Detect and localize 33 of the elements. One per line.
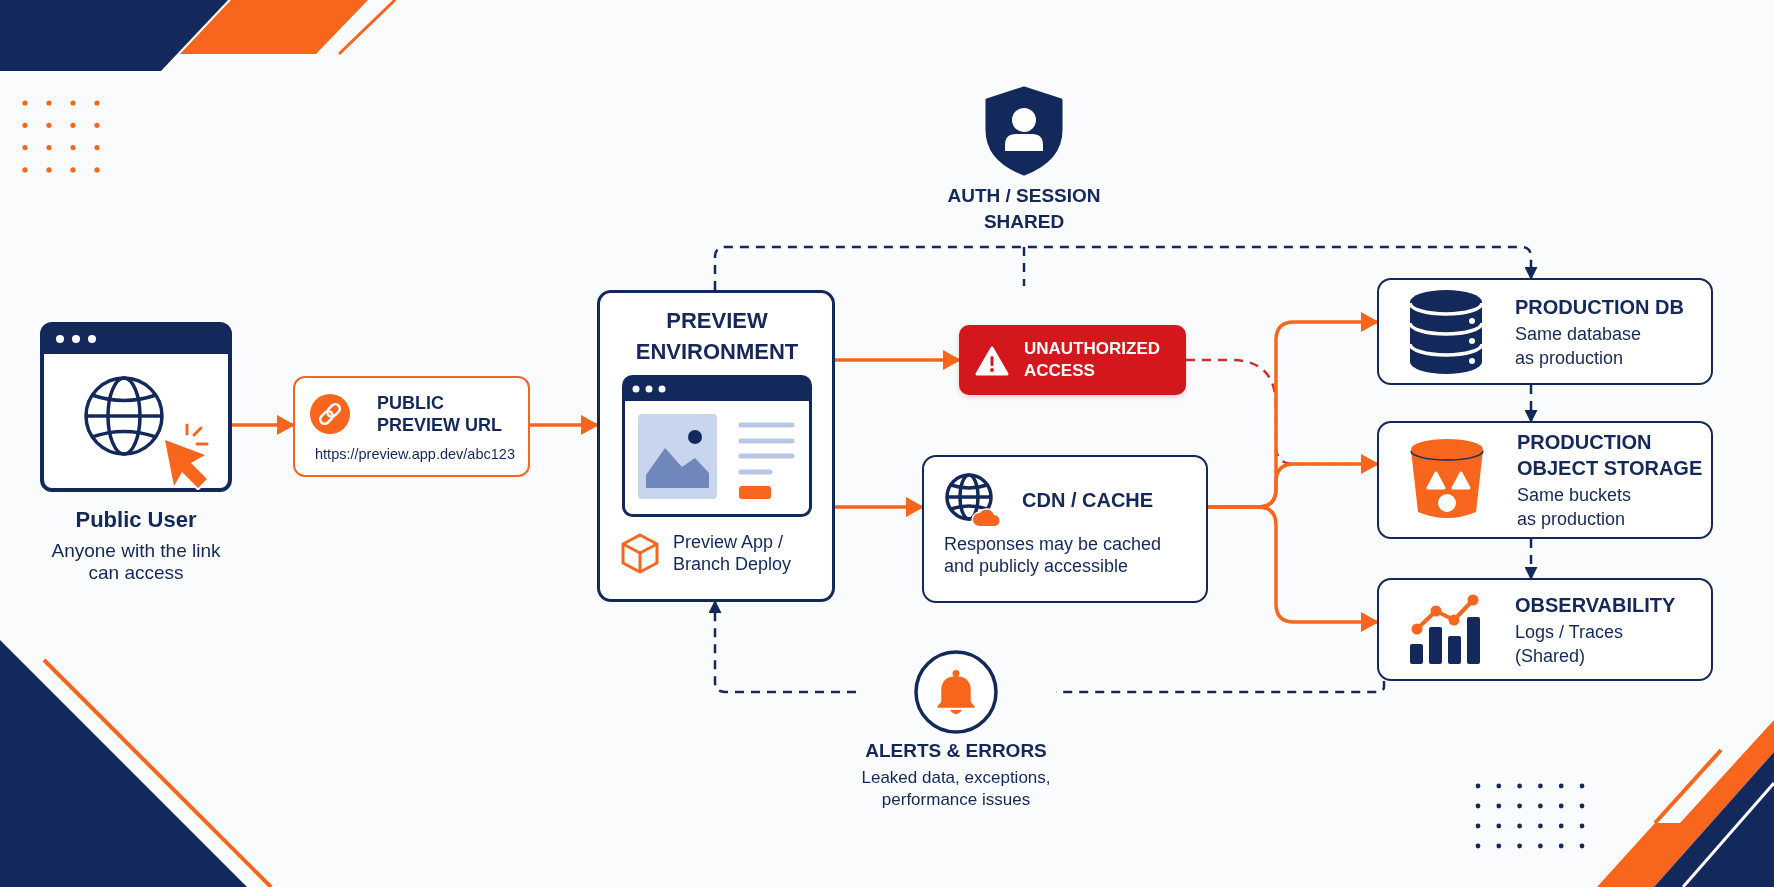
node-description: Leaked data, exceptions, performance issues bbox=[860, 767, 1052, 811]
node-description: Responses may be cached and publicly accessible bbox=[944, 533, 1163, 577]
node-description: Same database as production bbox=[1515, 322, 1643, 370]
url-box bbox=[293, 376, 530, 477]
node-heading: PRODUCTION OBJECT STORAGE bbox=[1517, 430, 1704, 481]
arrow bbox=[1208, 505, 1379, 632]
node-description: Logs / Traces (Shared) bbox=[1515, 620, 1625, 668]
node-heading: Public User bbox=[75, 506, 197, 534]
dashed-arrow bbox=[1524, 539, 1538, 580]
environment-panel bbox=[597, 290, 835, 602]
node-description: Same buckets as production bbox=[1517, 484, 1633, 531]
dashed-arrow bbox=[1524, 385, 1538, 423]
node-heading: PUBLIC PREVIEW URL bbox=[377, 392, 503, 436]
resource-box bbox=[1377, 421, 1713, 539]
node-heading: UNAUTHORIZED ACCESS bbox=[1024, 338, 1161, 382]
node-heading: PRODUCTION DB bbox=[1515, 294, 1684, 320]
node-heading: PREVIEW ENVIRONMENT bbox=[634, 307, 800, 366]
url-text: https://preview.app.dev/abc123 bbox=[315, 445, 515, 463]
dashed-arrow bbox=[713, 245, 1538, 290]
node-heading: OBSERVABILITY bbox=[1515, 592, 1676, 618]
node-heading: CDN / CACHE bbox=[1022, 488, 1154, 512]
alert-box bbox=[959, 325, 1186, 395]
resource-box bbox=[1377, 278, 1713, 385]
arrow bbox=[835, 497, 924, 517]
arrow bbox=[232, 415, 295, 435]
cdn-box bbox=[922, 455, 1208, 603]
node-description: Anyone with the link can access bbox=[50, 540, 222, 584]
node-description: Preview App / Branch Deploy bbox=[673, 531, 793, 575]
arrow bbox=[530, 415, 599, 435]
dashed-arrow bbox=[708, 600, 856, 694]
node-heading: ALERTS & ERRORS bbox=[865, 739, 1047, 763]
resource-box bbox=[1377, 578, 1713, 681]
arrow bbox=[835, 350, 961, 370]
